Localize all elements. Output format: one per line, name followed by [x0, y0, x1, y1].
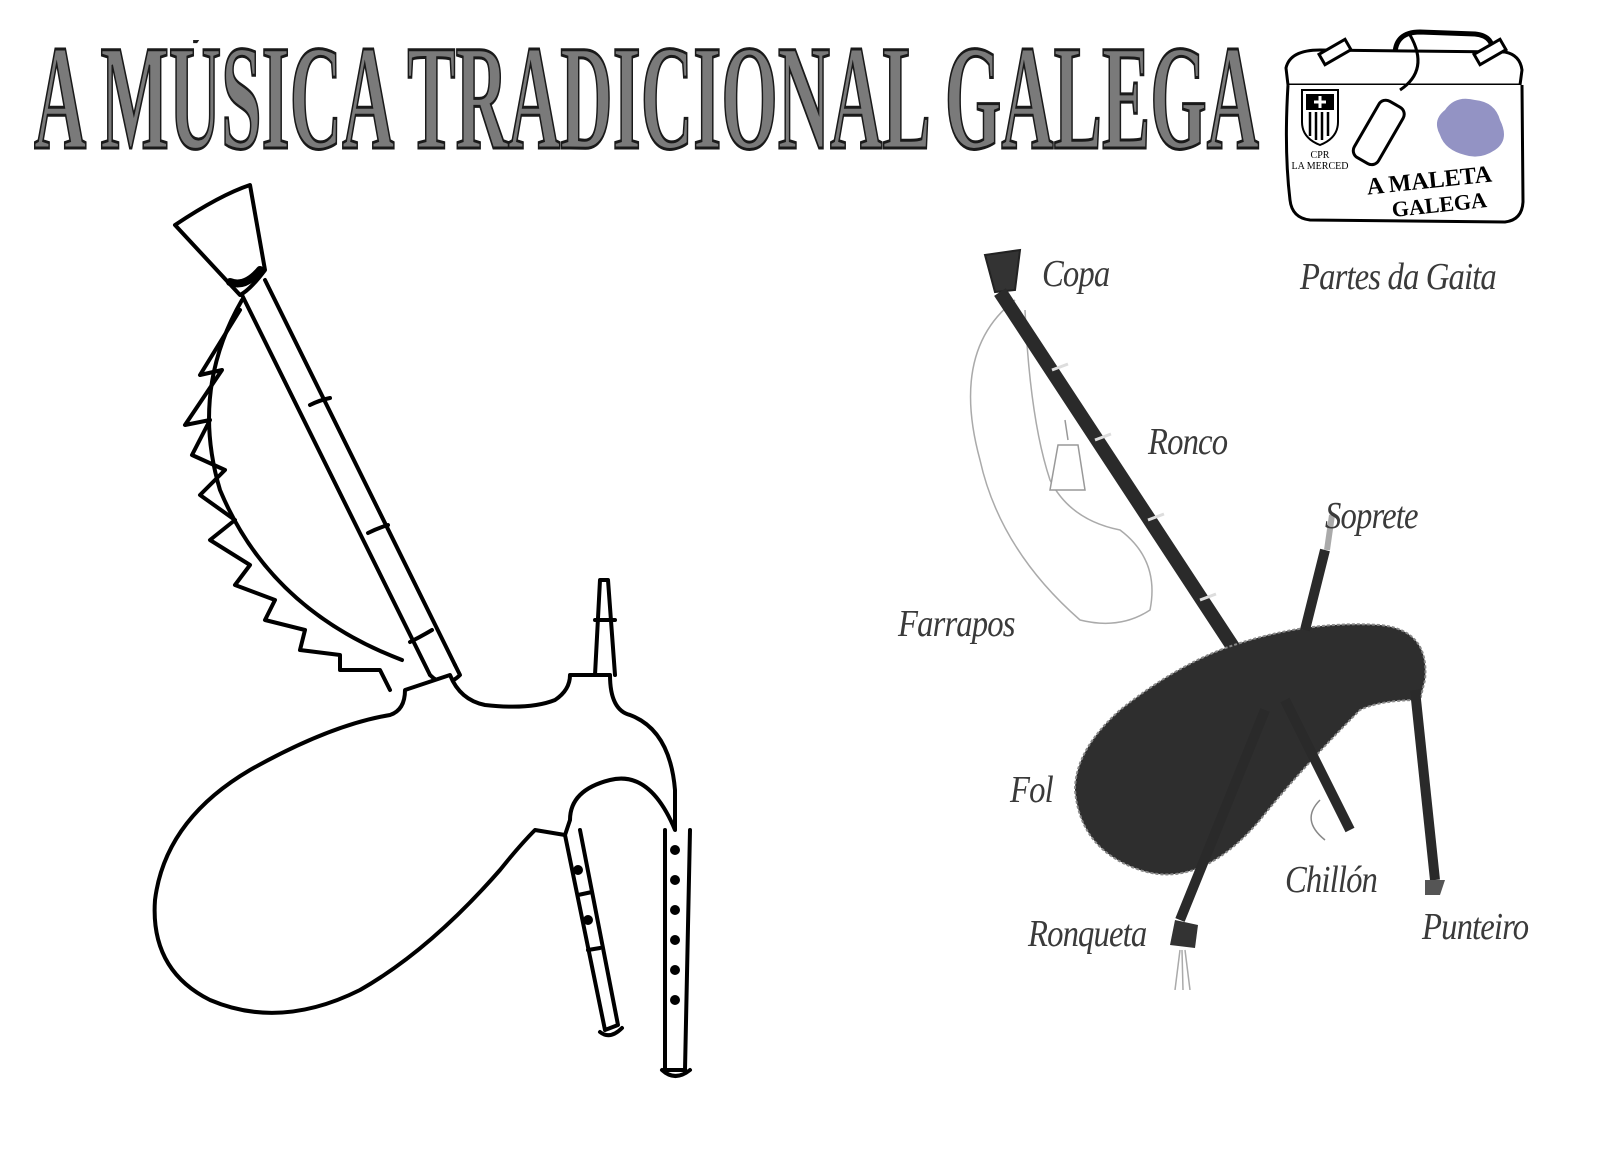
label-fol: Fol — [1010, 769, 1054, 811]
school-crest-icon — [1301, 89, 1339, 147]
maleta-galega-logo: CPR LA MERCED A MALETA GALEGA — [1280, 10, 1525, 225]
label-chillon: Chillón — [1285, 859, 1378, 901]
school-name-line2: LA MERCED — [1292, 161, 1349, 172]
luggage-tag-icon — [1351, 98, 1406, 167]
label-copa: Copa — [1042, 253, 1110, 295]
bagpipe-parts-diagram: Copa Partes da Gaita Ronco Soprete Farra… — [880, 230, 1580, 990]
school-name-line1: CPR — [1311, 150, 1330, 161]
label-ronqueta: Ronqueta — [1028, 913, 1147, 955]
galicia-map-icon — [1436, 98, 1504, 157]
page-title: A MÚSICA TRADICIONAL GALEGA — [33, 14, 1264, 183]
bagpipe-coloring-drawing — [130, 170, 810, 1100]
diagram-heading: Partes da Gaita — [1300, 256, 1497, 298]
label-soprete: Soprete — [1325, 495, 1418, 537]
title-text: A MÚSICA TRADICIONAL GALEGA — [34, 40, 1259, 160]
label-ronco: Ronco — [1148, 421, 1228, 463]
label-punteiro: Punteiro — [1422, 906, 1529, 948]
label-farrapos: Farrapos — [898, 603, 1015, 645]
